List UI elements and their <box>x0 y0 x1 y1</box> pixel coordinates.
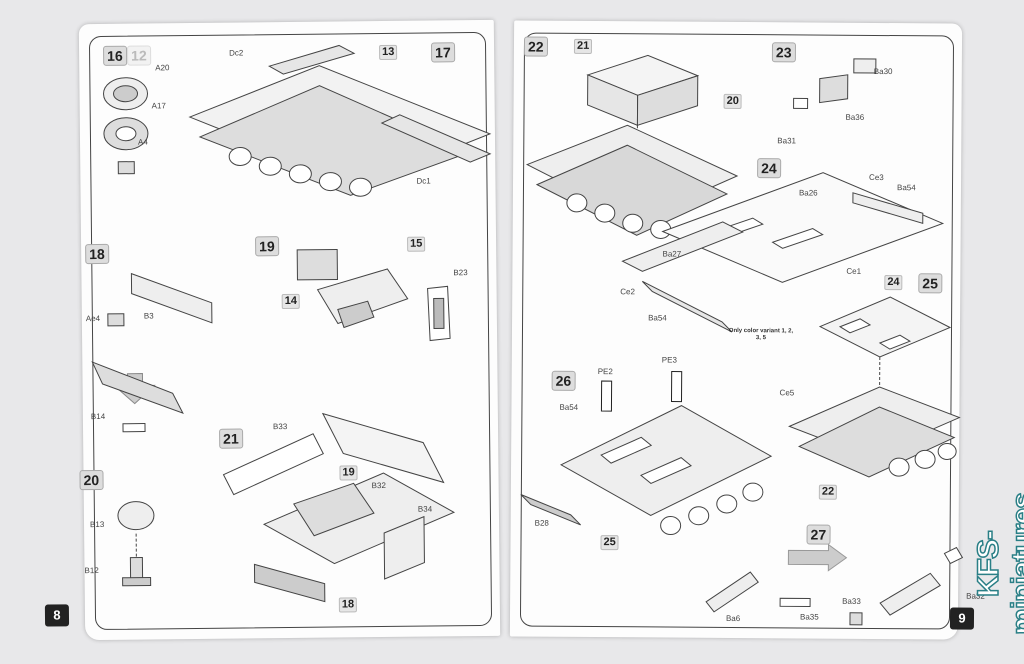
step-25-drawing <box>788 296 961 478</box>
label-ba6: Ba6 <box>725 613 741 624</box>
step-19-number: 19 <box>255 236 279 257</box>
label-ba36: Ba36 <box>845 112 865 122</box>
wheel-parts-drawing <box>103 77 149 175</box>
label-b32: B32 <box>371 480 386 491</box>
label-ce2: Ce2 <box>620 287 635 297</box>
label-b33: B33 <box>272 422 288 432</box>
label-ba30: Ba30 <box>873 66 893 77</box>
callout-18: 18 <box>338 597 358 613</box>
step-20-drawing <box>117 501 155 587</box>
hull-chassis-drawing <box>188 44 492 197</box>
step-19-drawing <box>296 248 451 342</box>
step-21-drawing <box>222 412 456 603</box>
label-ba33: Ba33 <box>842 596 861 606</box>
callout-19: 19 <box>339 465 358 481</box>
label-ba54: Ba54 <box>896 183 916 193</box>
label-b14: B14 <box>90 411 106 422</box>
label-b12: B12 <box>84 566 99 576</box>
page-number-right: 9 <box>949 607 975 630</box>
step-24-drawing <box>621 172 945 333</box>
label-ba27: Ba27 <box>662 249 682 259</box>
label-b13: B13 <box>89 519 105 530</box>
watermark-logo: KFS-miniatures <box>971 438 1024 664</box>
label-ba54-second: Ba54 <box>648 313 667 323</box>
label-a4: A4 <box>137 137 148 147</box>
color-variant-note: Only color variant 1, 2, 3, 5 <box>728 327 794 342</box>
step-20-number: 20 <box>79 469 104 491</box>
step-23-drawing <box>793 58 877 109</box>
watermark-text: KFS-miniatures <box>971 492 1024 635</box>
label-dc2: Dc2 <box>229 48 244 58</box>
step-27-drawing <box>705 546 964 626</box>
callout-25: 25 <box>600 535 619 551</box>
label-ae4: Ae4 <box>85 313 101 324</box>
step-26-drawing <box>520 371 773 536</box>
label-a20: A20 <box>155 63 170 73</box>
label-pe3: PE3 <box>661 355 677 365</box>
label-ba26: Ba26 <box>798 188 818 198</box>
left-page: 16 12 17 A20 A17 A4 Dc2 Dc1 13 18 Ae4 B3… <box>44 19 501 641</box>
step-22-drawing <box>525 54 739 239</box>
label-ce3: Ce3 <box>869 172 884 183</box>
label-b3: B3 <box>143 311 154 321</box>
label-ba31: Ba31 <box>777 136 797 146</box>
label-dc1: Dc1 <box>416 176 431 186</box>
label-b23: B23 <box>453 268 468 278</box>
label-ba35: Ba35 <box>799 612 819 622</box>
step-18-drawing <box>91 272 213 433</box>
page-number-left: 8 <box>44 604 70 627</box>
callout-14: 14 <box>281 293 301 310</box>
right-page: 22 21 20 23 Ba30 Ba36 Ba31 24 Ba26 Ce3 B… <box>509 20 985 640</box>
callout-13: 13 <box>379 44 398 61</box>
label-a17: A17 <box>151 101 166 111</box>
callout-15: 15 <box>407 236 426 252</box>
label-ce1: Ce1 <box>846 266 862 276</box>
label-b34: B34 <box>417 504 433 514</box>
step-27-arrow <box>787 543 848 572</box>
